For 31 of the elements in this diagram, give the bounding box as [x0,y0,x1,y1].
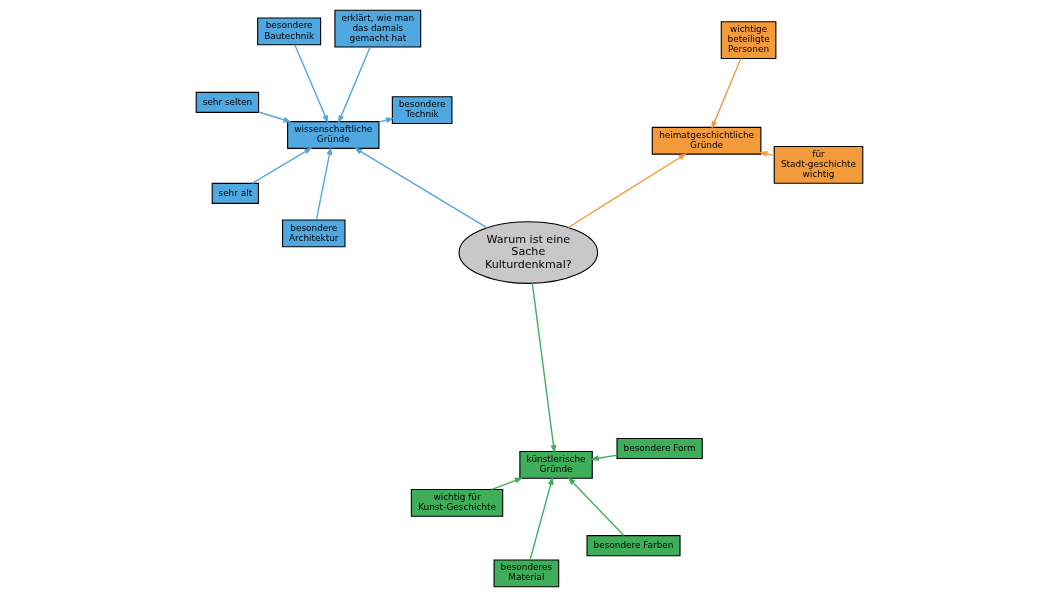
node-box: sehr selten [195,91,260,113]
node-box: besondere Form [616,437,703,460]
arrow [257,111,292,123]
arrow [251,147,313,185]
arrow [378,117,395,123]
node-ellipse: Warum ist eine Sache Kulturdenkmal? [458,221,599,284]
node-box: wichtig für Kunst-Geschichte [410,488,504,517]
arrow [491,477,524,491]
arrow [590,454,618,462]
node-box: erklärt, wie man das damals gemacht hat [334,9,422,48]
node-box: wissenschaftliche Gründe [287,121,380,149]
arrow [531,282,557,454]
arrow [353,147,488,229]
node-box: wichtige beteiligte Personen [720,21,777,60]
node-box: heimatgeschichtliche Gründe [651,126,762,155]
arrow [567,476,625,537]
arrow [567,153,687,229]
node-box: besondere Architektur [282,219,346,248]
node-box: sehr alt [211,182,259,204]
arrow [338,46,371,124]
node-box: besondere Technik [391,96,453,125]
arrow [294,44,329,124]
node-box: für Stadt-geschichte wichtig [773,146,864,184]
node-box: besonderes Material [493,559,560,588]
arrow [315,146,333,221]
node-box: besondere Farben [586,535,681,557]
node-box: besondere Bautechnik [257,17,322,46]
arrow [711,57,742,130]
node-box: künstlerische Gründe [519,451,593,479]
arrow [758,150,775,157]
arrow [529,476,554,561]
